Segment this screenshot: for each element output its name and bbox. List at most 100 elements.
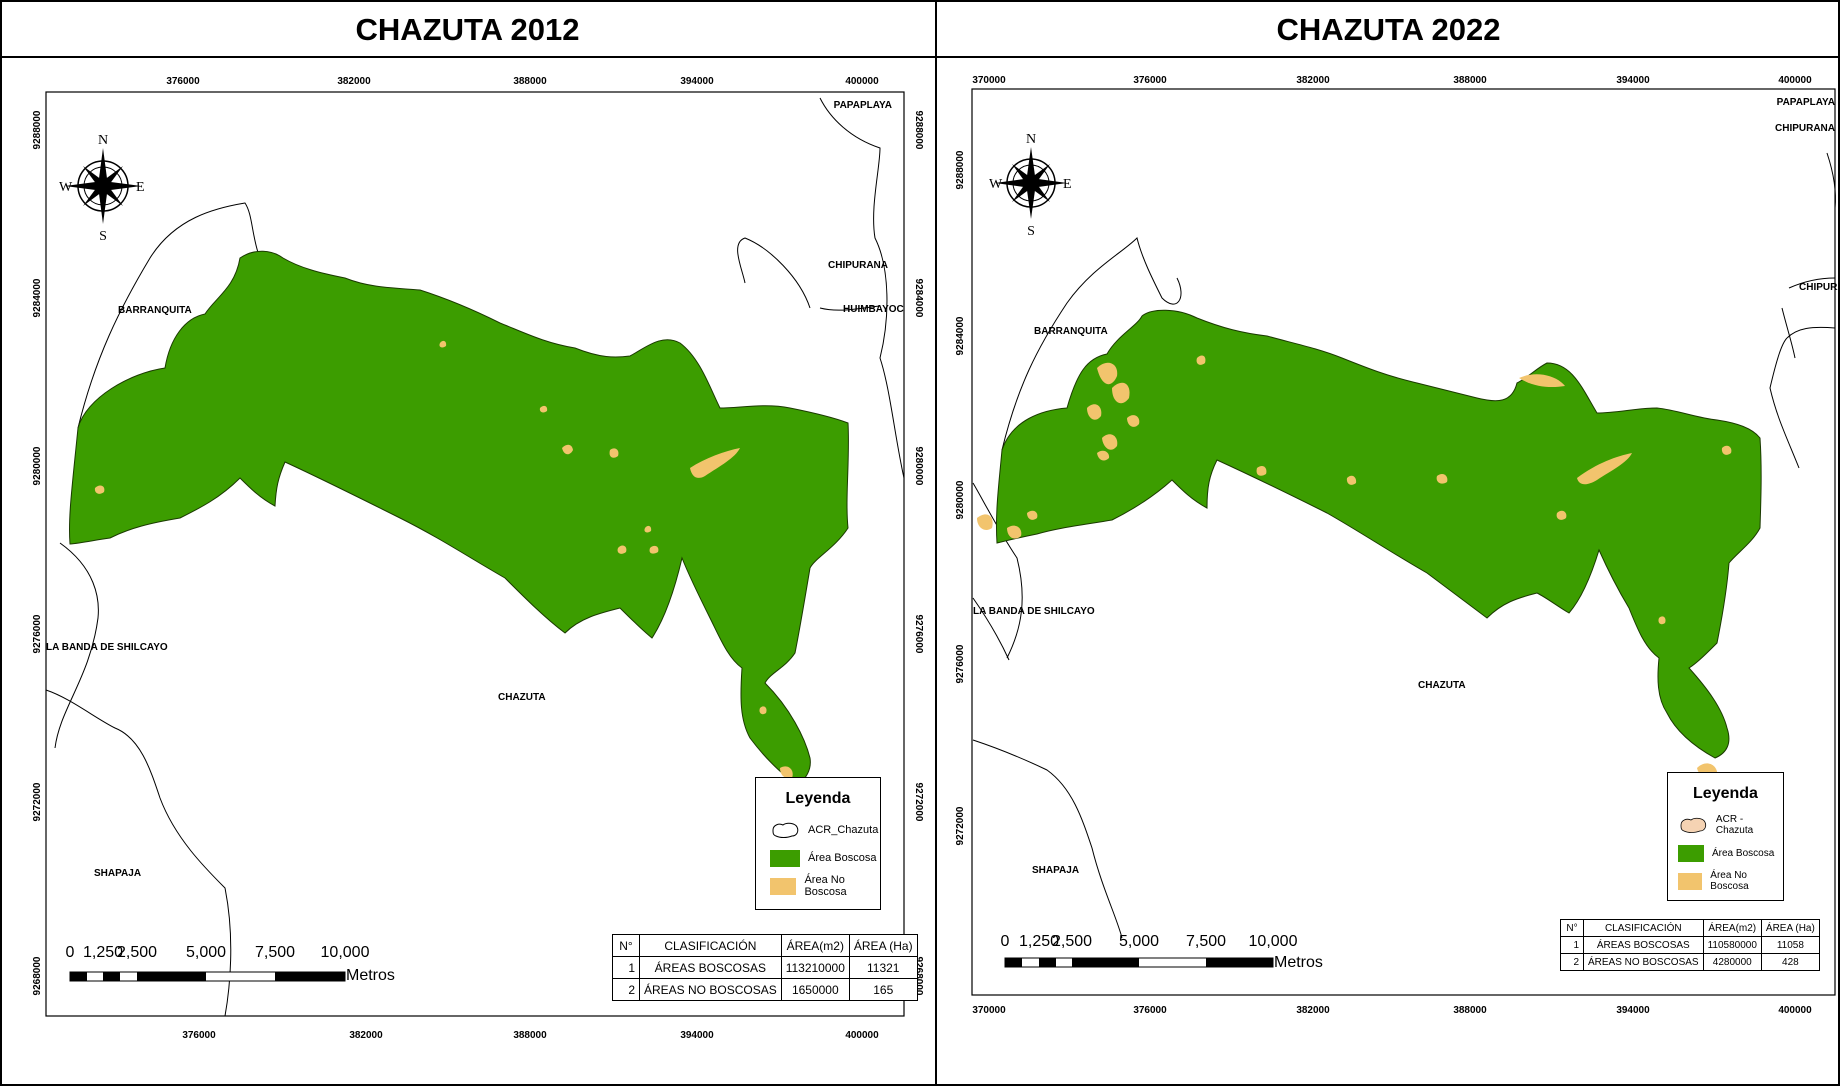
svg-text:N: N — [98, 133, 108, 148]
table-header-cell: ÁREA(m2) — [1702, 919, 1762, 937]
table-header: N° CLASIFICACIÓN ÁREA(m2) ÁREA (Ha) — [612, 934, 918, 957]
y-tick: 9284000 — [1837, 303, 1840, 342]
svg-text:S: S — [1027, 224, 1035, 239]
y-ticks-right: 9288000 9284000 9280000 9276000 9272000 … — [913, 111, 924, 996]
svg-text:10,000: 10,000 — [1249, 933, 1298, 950]
x-ticks-bottom: 376000 382000 388000 394000 400000 — [182, 1030, 879, 1041]
legend-title: Leyenda — [1693, 785, 1758, 802]
svg-text:1,250: 1,250 — [1019, 933, 1059, 950]
legend-2022: Leyenda ACR - Chazuta Área Boscosa Área … — [1667, 772, 1784, 901]
svg-text:W: W — [989, 177, 1003, 192]
legend-item: Área No Boscosa — [1668, 867, 1783, 895]
svg-text:5,000: 5,000 — [1119, 933, 1159, 950]
legend-label: Área No Boscosa — [804, 874, 847, 898]
y-tick: 9272000 — [913, 783, 924, 822]
y-tick: 9268000 — [32, 956, 43, 995]
legend-label: Área Boscosa — [1712, 847, 1775, 859]
x-tick: 382000 — [337, 76, 371, 87]
forest-area — [995, 309, 1762, 759]
y-tick: 9280000 — [955, 480, 966, 519]
scale-bar: 0 1,250 2,500 5,000 7,500 10,000 Metros — [1001, 933, 1323, 971]
place-label: PAPAPLAYA — [834, 100, 892, 111]
forest-swatch — [770, 849, 800, 867]
area-table-2022: N° CLASIFICACIÓN ÁREA(m2) ÁREA (Ha) 1 ÁR… — [1560, 919, 1820, 971]
x-tick: 370000 — [972, 1005, 1006, 1016]
place-label: HUIMBAYOC — [843, 304, 904, 315]
x-tick: 400000 — [1778, 1005, 1812, 1016]
svg-text:W: W — [59, 180, 73, 195]
area-table-2012: N° CLASIFICACIÓN ÁREA(m2) ÁREA (Ha) 1 ÁR… — [612, 934, 918, 1001]
svg-text:10,000: 10,000 — [321, 944, 370, 961]
x-tick: 376000 — [1133, 75, 1167, 86]
place-label: CHIPURANA — [828, 260, 888, 271]
x-tick: 376000 — [182, 1030, 216, 1041]
table-cell: 11321 — [848, 956, 918, 979]
table-header-cell: ÁREA (Ha) — [848, 934, 918, 957]
svg-text:Metros: Metros — [346, 967, 395, 984]
table-row: 1 ÁREAS BOSCOSAS 113210000 11321 — [612, 956, 918, 979]
legend-title: Leyenda — [785, 790, 851, 807]
y-tick: 9272000 — [1837, 803, 1840, 842]
table-header: N° CLASIFICACIÓN ÁREA(m2) ÁREA (Ha) — [1560, 919, 1820, 937]
table-row: 1 ÁREAS BOSCOSAS 110580000 11058 — [1560, 936, 1820, 954]
table-header-cell: ÁREA(m2) — [780, 934, 850, 957]
x-ticks-top: 376000 382000 388000 394000 400000 — [166, 76, 879, 87]
svg-text:5,000: 5,000 — [186, 944, 226, 961]
x-tick: 388000 — [513, 76, 547, 87]
non-forest-patches — [94, 340, 793, 779]
x-tick: 394000 — [680, 76, 714, 87]
x-tick: 394000 — [1616, 75, 1650, 86]
x-tick: 400000 — [845, 76, 879, 87]
y-ticks-left: 9288000 9284000 9280000 9276000 9272000 — [955, 150, 966, 845]
table-header-cell: CLASIFICACIÓN — [639, 934, 782, 957]
svg-text:7,500: 7,500 — [1186, 933, 1226, 950]
y-tick: 9280000 — [913, 447, 924, 486]
y-tick: 9276000 — [955, 644, 966, 683]
legend-item: ACR - Chazuta — [1668, 811, 1783, 839]
nonforest-swatch — [1678, 872, 1703, 890]
table-cell: 113210000 — [780, 956, 850, 979]
place-label: CHAZUTA — [498, 692, 546, 703]
place-label: CHAZUTA — [1418, 680, 1466, 691]
table-cell: 1 — [612, 956, 640, 979]
y-tick: 9284000 — [32, 278, 43, 317]
place-label: LA BANDA DE SHILCAYO — [973, 606, 1095, 617]
x-ticks-bottom: 370000 376000 382000 388000 394000 40000… — [972, 1005, 1812, 1016]
place-label: SHAPAJA — [1032, 865, 1079, 876]
y-tick: 9288000 — [32, 110, 43, 149]
table-cell: 110580000 — [1702, 936, 1762, 954]
table-cell: 2 — [1560, 953, 1584, 971]
y-tick: 9276000 — [913, 615, 924, 654]
place-label: CHIPURANA — [1799, 282, 1840, 293]
x-tick: 382000 — [1296, 75, 1330, 86]
x-ticks-top: 370000 376000 382000 388000 394000 40000… — [972, 75, 1812, 86]
x-tick: 370000 — [972, 75, 1006, 86]
svg-text:2,500: 2,500 — [117, 944, 157, 961]
y-tick: 9280000 — [1837, 469, 1840, 508]
x-tick: 376000 — [1133, 1005, 1167, 1016]
panel-divider — [935, 0, 937, 1086]
table-header-cell: N° — [612, 934, 640, 957]
map-frame — [45, 91, 905, 1017]
table-cell: ÁREAS BOSCOSAS — [1583, 936, 1704, 954]
legend-label: Área Boscosa — [808, 852, 877, 864]
legend-item: Área No Boscosa — [756, 872, 880, 900]
legend-label: ACR_Chazuta — [808, 824, 879, 836]
table-header-cell: N° — [1560, 919, 1584, 937]
filled-polygon-icon — [1680, 817, 1707, 833]
legend-item: Área Boscosa — [1668, 839, 1783, 867]
y-tick: 9288000 — [955, 150, 966, 189]
y-tick: 9280000 — [32, 446, 43, 485]
place-label: PAPAPLAYA — [1777, 97, 1835, 108]
x-tick: 388000 — [1453, 75, 1487, 86]
x-tick: 394000 — [680, 1030, 714, 1041]
map-2022: 370000 376000 382000 388000 394000 40000… — [955, 75, 1840, 1016]
y-ticks-left: 9288000 9284000 9280000 9276000 9272000 … — [32, 110, 43, 995]
y-ticks-right: 9288000 9284000 9280000 9276000 9272000 — [1837, 119, 1840, 842]
table-cell: 2 — [612, 978, 640, 1001]
x-tick: 382000 — [349, 1030, 383, 1041]
table-cell: ÁREAS BOSCOSAS — [639, 956, 782, 979]
compass-rose-icon: N S E W — [989, 132, 1072, 239]
outline-polygon-icon — [772, 822, 799, 838]
table-cell: 11058 — [1760, 936, 1820, 954]
